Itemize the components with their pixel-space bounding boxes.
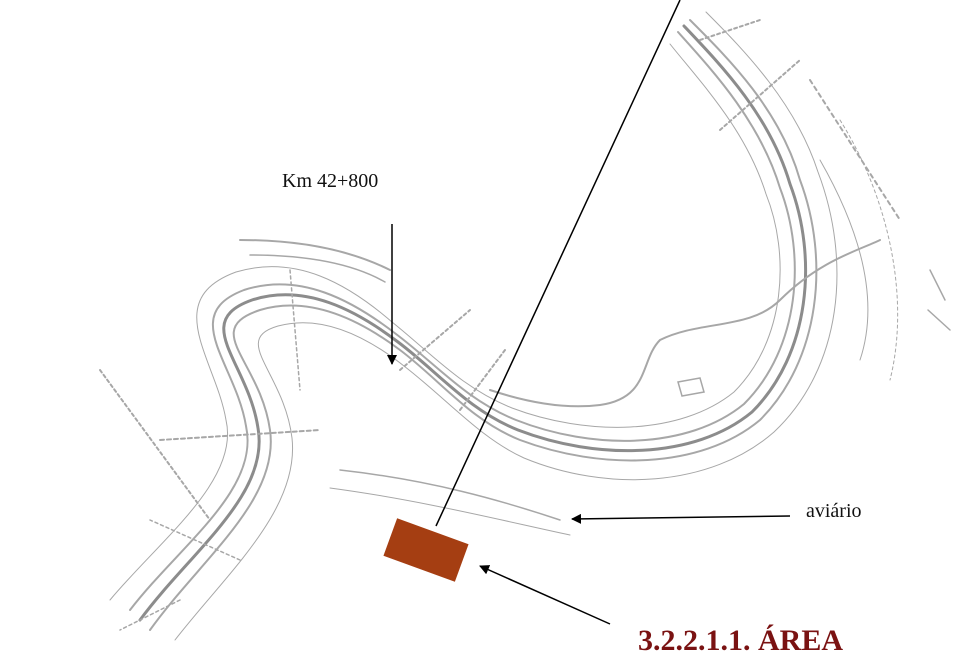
cross-section-6 xyxy=(719,59,801,131)
road-edge-outer xyxy=(149,19,818,631)
cross-section-8 xyxy=(149,519,241,561)
road-offset-line-1 xyxy=(174,11,838,641)
road-centerline xyxy=(138,24,808,622)
right-edge-mark xyxy=(927,269,951,331)
cross-section-1 xyxy=(99,369,211,521)
contour-line-1 xyxy=(239,239,391,271)
km-label: Km 42+800 xyxy=(282,170,379,192)
cross-section-2 xyxy=(159,429,321,441)
aviario-arrow xyxy=(571,513,791,524)
contour-line-4 xyxy=(329,487,571,536)
area-title: 3.2.2.1.1. ÁREA xyxy=(638,624,844,657)
cross-section-3 xyxy=(399,309,471,371)
cross-section-10 xyxy=(289,269,301,391)
top-leader-line xyxy=(435,0,681,527)
building-outline xyxy=(677,377,705,397)
road-offset-line-2 xyxy=(109,43,781,601)
cross-section-9 xyxy=(119,599,181,631)
contour-line-2 xyxy=(249,254,386,283)
aviario-label: aviário xyxy=(806,500,862,522)
cross-section-7 xyxy=(809,79,901,221)
road-alignment xyxy=(99,11,951,641)
area-marker xyxy=(383,518,469,582)
contour-line-6 xyxy=(839,119,899,381)
contour-line-3 xyxy=(339,469,561,521)
contour-line-5 xyxy=(819,159,869,361)
road-edge-inner xyxy=(129,31,796,611)
area-arrow xyxy=(479,565,611,625)
inner-winding-road xyxy=(489,239,881,408)
cross-section-5 xyxy=(699,19,761,41)
cross-section-4 xyxy=(459,349,506,411)
